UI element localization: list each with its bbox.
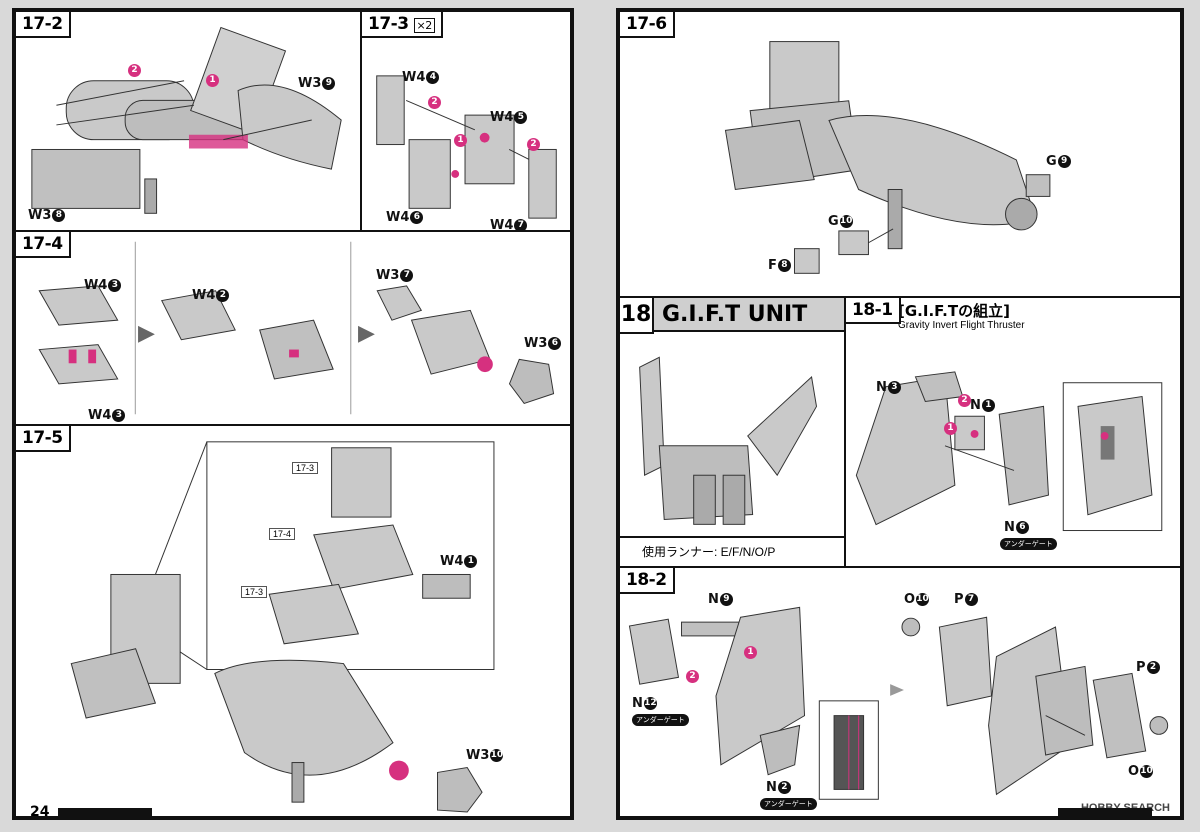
badge-2: 2 [128,64,141,77]
part-label-o10: O10 [904,592,930,607]
badge-1: 1 [744,646,757,659]
step-17-6-tag: 17-6 [620,12,675,38]
step-18-title: G.I.F.T UNIT [654,298,844,332]
step-17-3-illustration [376,75,557,219]
step-18-panel: 18 G.I.F.T UNIT 使用ランナー: E/F/N/O/P [618,296,846,568]
step-18-2-illustration [628,606,1169,800]
step-18-1-title: [G.I.F.Tの組立] [898,302,1010,320]
step-17-4-illustration [38,241,555,415]
step-17-5-illustration [70,441,495,813]
step-17-2-tag: 17-2 [16,12,71,38]
quantity-badge: ×2 [413,18,435,33]
footer-bar [58,808,152,818]
ref-step-17-3: 17-3 [292,462,319,474]
under-gate-badge: アンダーゲート [632,714,689,726]
gift-unit-preview-image [639,356,818,525]
badge-1: 1 [206,74,219,87]
page-number: 24 [30,804,50,820]
badge-2: 2 [428,96,441,109]
step-17-2-illustration [31,26,342,214]
step-17-4-tag: 17-4 [16,232,71,258]
step-18-1-tag: 18-1 [846,298,901,324]
part-label-w3-10: W310 [466,748,504,763]
step-17-5-tag: 17-5 [16,426,71,452]
under-gate-badge: アンダーゲート [1000,538,1057,550]
part-label-g10: G10 [828,214,853,229]
badge-2: 2 [686,670,699,683]
part-label-o10: O10 [1128,764,1154,779]
badge-1: 1 [454,134,467,147]
badge-2: 2 [958,394,971,407]
step-18-2-tag: 18-2 [620,568,675,594]
footer-bar [1058,808,1152,818]
step-18-1-panel: 18-1 [G.I.F.Tの組立] Gravity Invert Flight … [844,296,1182,568]
under-gate-badge: アンダーゲート [760,798,817,810]
step-17-3-tag: 17-3×2 [362,12,443,38]
step-18-1-illustration [855,371,1163,532]
step-18-1-subtitle: Gravity Invert Flight Thruster [898,320,1025,331]
step-18-number: 18 [620,298,654,334]
badge-1: 1 [944,422,957,435]
arrow-right-icon: ▶ [138,320,155,345]
arrow-right-icon: ▶ [358,320,375,345]
runners-used: 使用ランナー: E/F/N/O/P [620,536,844,566]
part-label-n12: N12 [632,696,657,711]
badge-2: 2 [527,138,540,151]
ref-step-17-4: 17-4 [269,528,296,540]
ref-step-17-3: 17-3 [241,586,268,598]
step-17-6-illustration [724,41,1051,274]
